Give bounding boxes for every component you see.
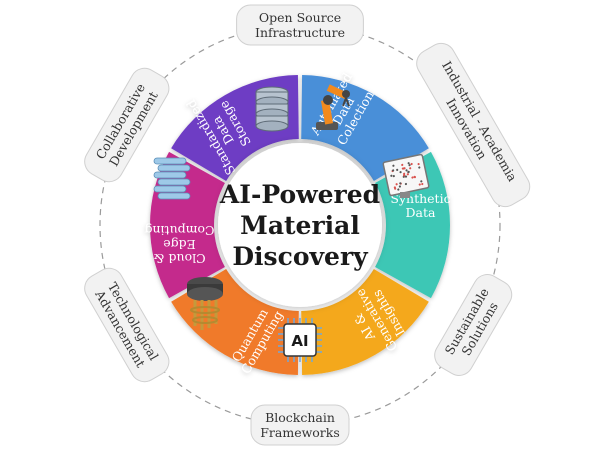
outer-label-box [250,404,350,446]
segment-label-line: Data [406,205,436,220]
robot-arm-icon [316,84,350,130]
ai-chip-label: AI [291,332,308,350]
server-cluster-icon [153,157,191,200]
outer-label-box [416,42,531,208]
segment-shape [301,75,429,181]
outer-label-box [434,274,513,376]
outer-label-box [236,4,364,46]
outer-label-text: Open Source [259,10,341,25]
segment-label-line: Cloud & [153,251,205,266]
data-screen-icon [382,153,430,198]
center-title-line: AI-Powered [219,180,380,209]
center-circle [218,143,382,307]
outer-label-box [84,67,170,183]
segment-automated-data-collection: AutomatedDataColection [301,70,429,181]
outer-dashed-ring [99,24,501,426]
segment-shape [301,269,429,375]
segment-label-line: Computing [144,223,214,238]
center-title-line: Material [240,211,360,240]
outer-label-text: Infrastructure [255,25,345,40]
outer-label-text: Blockchain [265,410,335,425]
segment-label-line: Edge [163,237,196,252]
quantum-computer-icon [187,277,223,330]
outer-label-text: Frameworks [260,425,340,440]
center-title-line: Discovery [232,242,369,271]
ai-chip-icon: AI [278,318,322,362]
outer-label-box [84,267,170,383]
database-stack-icon [255,86,289,132]
